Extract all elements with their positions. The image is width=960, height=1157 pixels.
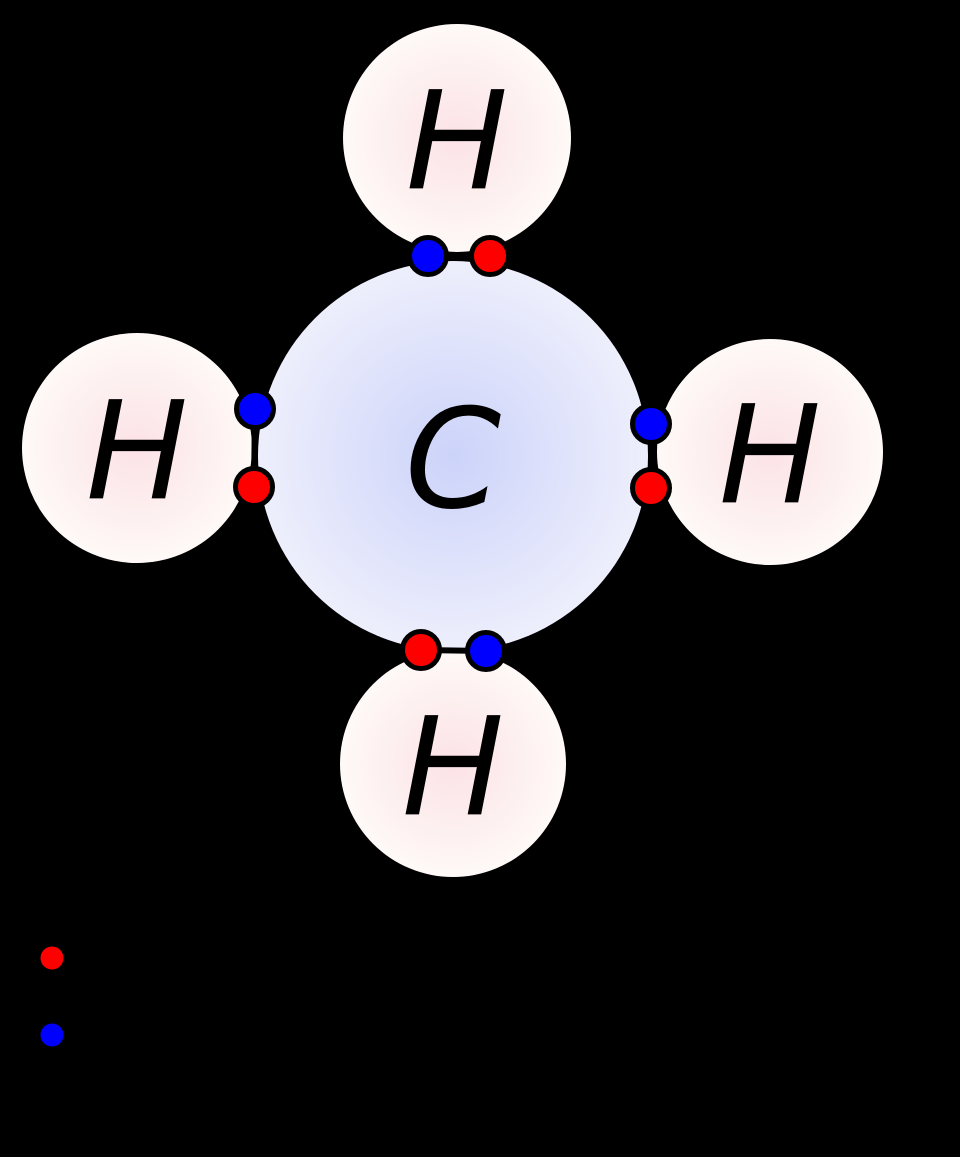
hydrogen-atom-label-right: H: [719, 377, 821, 535]
electron-pair-carbon-top-hydrogen: [407, 235, 511, 277]
hydrogen-atom-circle-left: [22, 333, 252, 563]
electron-pair-carbon-left-hydrogen: [233, 388, 276, 508]
legend: [40, 946, 64, 1047]
legend-dot-blue-electron: [40, 1023, 64, 1047]
red-electron-dot-carbon-left-hydrogen: [233, 466, 275, 508]
hydrogen-atom-label-top: H: [406, 63, 508, 221]
hydrogen-atom-circle-top: [343, 24, 571, 252]
red-electron-dot-carbon-right-hydrogen: [630, 467, 672, 509]
red-electron-dot-carbon-top-hydrogen: [469, 235, 511, 277]
legend-dot-red-electron: [40, 946, 64, 970]
red-electron-dot-carbon-bottom-hydrogen: [400, 629, 442, 671]
hydrogen-atom-circle-bottom: [340, 651, 566, 877]
blue-electron-dot-carbon-left-hydrogen: [234, 388, 276, 430]
carbon-atom-circle: [258, 261, 648, 651]
hydrogen-atom-label-left: H: [86, 373, 188, 531]
electron-pair-carbon-bottom-hydrogen: [400, 629, 507, 672]
hydrogen-atom-circle-right: [657, 339, 883, 565]
blue-electron-dot-carbon-top-hydrogen: [407, 235, 449, 277]
blue-electron-dot-carbon-right-hydrogen: [630, 403, 672, 445]
hydrogen-atom-label-bottom: H: [402, 689, 504, 847]
blue-electron-dot-carbon-bottom-hydrogen: [465, 630, 507, 672]
carbon-atom-label: C: [405, 379, 501, 540]
electron-pair-carbon-right-hydrogen: [630, 403, 672, 509]
